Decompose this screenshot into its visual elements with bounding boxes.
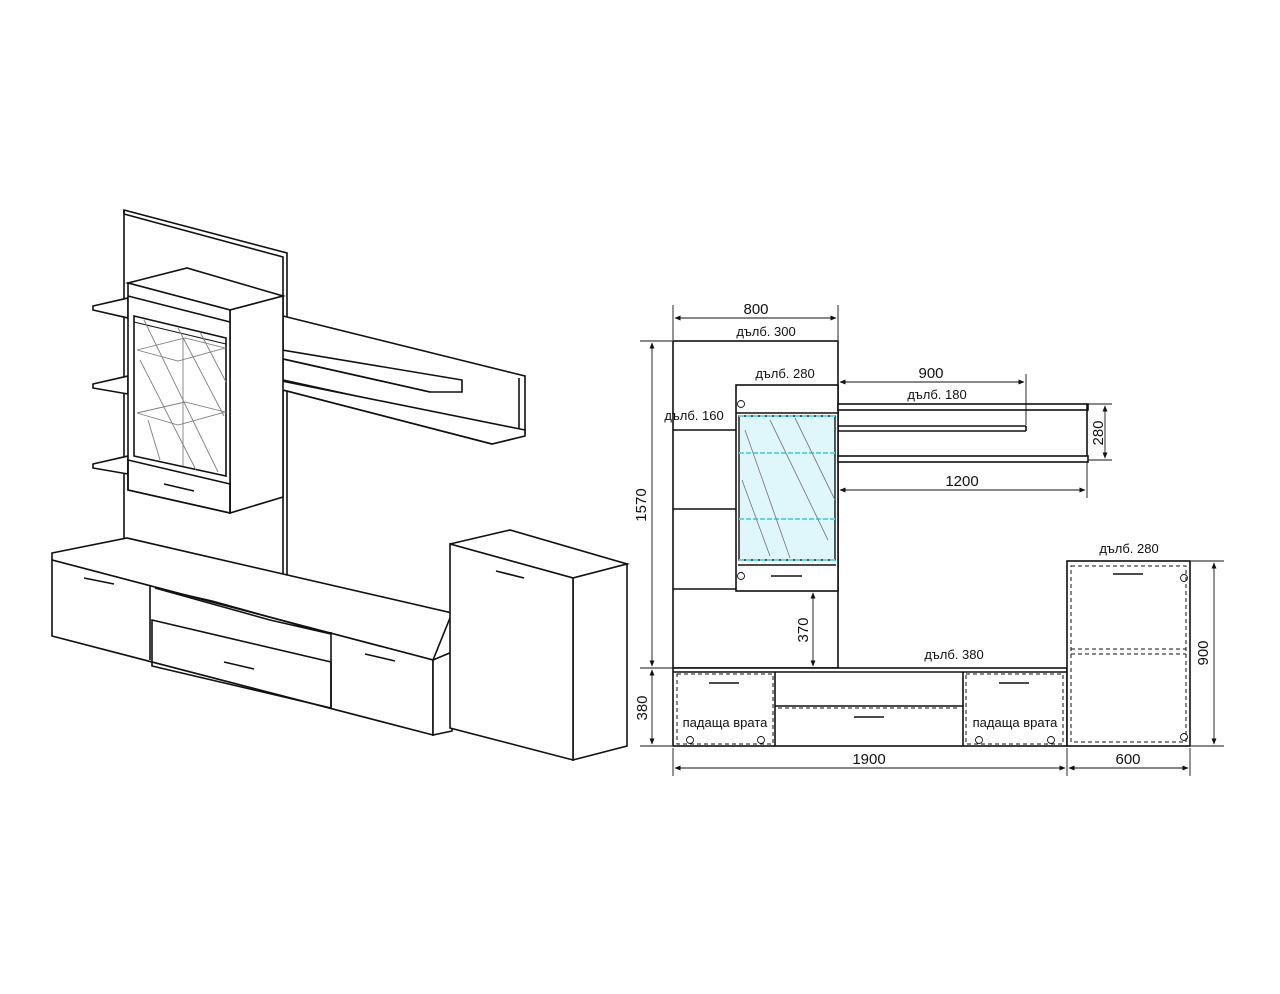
dim-top-width: 800 <box>743 301 768 318</box>
long-shelves-front <box>837 403 1089 463</box>
dim-lower-shelf-length: 1200 <box>945 473 978 490</box>
isometric-view <box>51 208 631 762</box>
tv-unit <box>51 537 454 737</box>
tv-unit-front <box>672 667 1068 747</box>
dim-depth-back-panel: дълб. 300 <box>736 324 795 339</box>
label-drop-door-right: падаща врата <box>973 715 1059 730</box>
dim-shelf-length: 900 <box>918 365 943 382</box>
dim-depth-wall-cabinet: дълб. 280 <box>755 366 814 381</box>
long-shelves <box>251 314 526 445</box>
dim-tv-unit-width: 1900 <box>852 751 885 768</box>
side-cabinet-front <box>1066 560 1191 747</box>
dim-side-cabinet-height: 900 <box>1195 640 1212 665</box>
dimension-lines <box>640 305 1224 776</box>
dim-depth-side-cabinet: дълб. 280 <box>1099 541 1158 556</box>
dim-depth-tv-unit: дълб. 380 <box>924 647 983 662</box>
wall-cabinet <box>124 267 286 515</box>
wall-cabinet-front <box>735 384 839 592</box>
front-view: 800 дълб. 300 дълб. 280 900 дълб. 180 дъ… <box>633 301 1224 776</box>
dimension-labels: 800 дълб. 300 дълб. 280 900 дълб. 180 дъ… <box>633 301 1212 768</box>
dim-shelf-gap: 280 <box>1090 420 1107 445</box>
dim-side-cabinet-width: 600 <box>1115 751 1140 768</box>
label-drop-door-left: падаща врата <box>683 715 769 730</box>
side-cabinet <box>449 529 631 762</box>
side-shelves <box>92 296 129 475</box>
dim-total-height: 1570 <box>633 488 650 521</box>
glass-shelves <box>136 337 227 426</box>
dim-tv-unit-height: 380 <box>634 695 651 720</box>
dim-cabinet-gap: 370 <box>795 617 812 642</box>
dim-depth-side-shelves: дълб. 160 <box>664 408 723 423</box>
dim-depth-long-shelf: дълб. 180 <box>907 387 966 402</box>
